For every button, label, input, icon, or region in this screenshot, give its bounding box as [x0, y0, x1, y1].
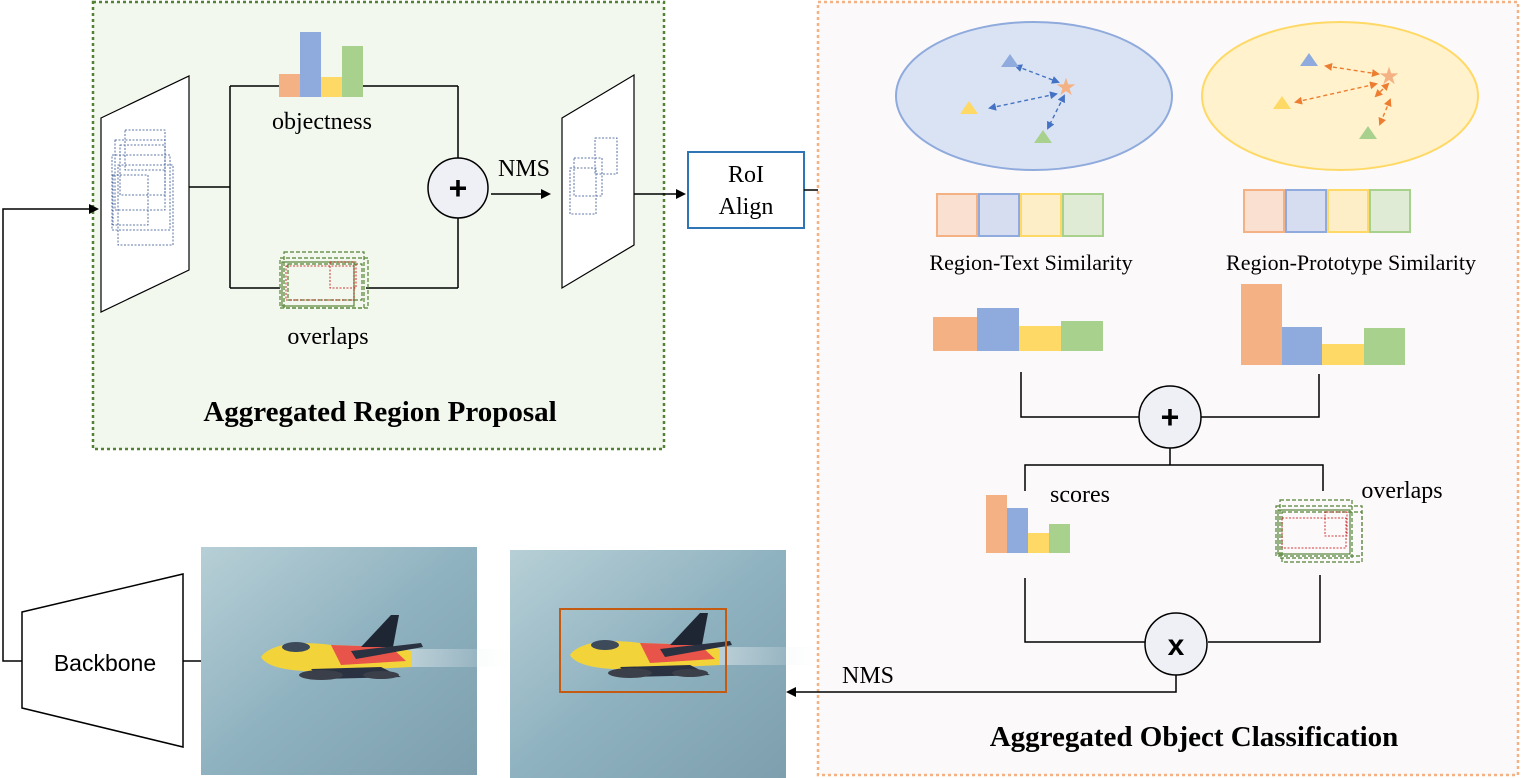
- scores-bars: [986, 495, 1070, 553]
- prototype-embedding-row: [1243, 189, 1411, 233]
- roi-align-line1: RoI: [728, 162, 764, 188]
- feature-map-input: [100, 75, 190, 313]
- embedding-cell: [1062, 193, 1104, 237]
- overlaps-label-proposal: overlaps: [287, 324, 368, 350]
- prototype-similarity-bars: [1241, 284, 1405, 365]
- multiply-symbol: x: [1168, 629, 1185, 662]
- green-triangle-icon: [1034, 130, 1052, 143]
- input-image: [201, 547, 511, 775]
- score-bar: [1049, 524, 1070, 553]
- output-image: [510, 550, 820, 778]
- overlaps-label-classification: overlaps: [1361, 478, 1442, 504]
- region-prototype-similarity-label: Region-Prototype Similarity: [1226, 250, 1476, 275]
- region-proposal-title: Aggregated Region Proposal: [203, 396, 556, 428]
- nms-label-classification: NMS: [842, 663, 894, 689]
- classification-connectors: [1020, 372, 1324, 643]
- embedding-cell: [978, 193, 1020, 237]
- text-embedding-arrows: [988, 64, 1065, 130]
- overlaps-icon-proposal: [279, 251, 369, 309]
- embedding-cell: [1243, 189, 1285, 233]
- nms-label-proposal: NMS: [498, 156, 550, 182]
- embedding-cell: [936, 193, 978, 237]
- yellow-triangle-icon: [1273, 96, 1291, 109]
- prototype-similarity-bar: [1364, 328, 1405, 365]
- region-star-icon: ★: [1055, 74, 1077, 101]
- objectness-bar: [300, 32, 321, 97]
- backbone-to-feature-arrow: [2, 204, 99, 662]
- prototype-similarity-bar: [1322, 344, 1364, 365]
- embedding-cell: [1020, 193, 1062, 237]
- objectness-bar: [321, 77, 342, 97]
- text-similarity-bar: [933, 317, 977, 351]
- backbone-block: [21, 573, 184, 748]
- plus-circle-classification: [1138, 385, 1202, 449]
- overlaps-icon-classification: [1275, 499, 1363, 563]
- scores-label: scores: [1050, 482, 1110, 508]
- text-similarity-bar: [977, 308, 1019, 351]
- score-bar: [986, 495, 1007, 553]
- proposal-boxes: [569, 137, 618, 215]
- objectness-label: objectness: [272, 109, 372, 135]
- score-bar: [1007, 508, 1028, 553]
- roi-align-line2: Align: [719, 194, 774, 220]
- region-text-similarity-label: Region-Text Similarity: [929, 250, 1132, 275]
- plus-circle-proposal: [427, 157, 489, 219]
- objectness-bar: [342, 46, 363, 97]
- embedding-cell: [1327, 189, 1369, 233]
- text-embedding-space: [895, 21, 1173, 171]
- objectness-bars: [279, 32, 363, 97]
- proposal-connectors: [189, 85, 459, 289]
- text-embedding-row: [936, 193, 1104, 237]
- detection-box: [559, 608, 727, 693]
- objectness-bar: [279, 74, 300, 97]
- score-bar: [1028, 533, 1049, 553]
- prototype-space: [1201, 21, 1479, 171]
- text-similarity-bars: [933, 308, 1103, 351]
- green-triangle-icon: [1359, 126, 1377, 139]
- prototype-arrows: [1294, 62, 1392, 126]
- anchor-boxes: [111, 129, 174, 246]
- plus-symbol-classification: +: [1161, 399, 1180, 435]
- roi-align-box: [687, 151, 805, 229]
- feature-map-proposals: [561, 73, 635, 290]
- text-similarity-bar: [1061, 321, 1103, 351]
- yellow-triangle-icon: [960, 101, 978, 114]
- embedding-cell: [1285, 189, 1327, 233]
- prototype-similarity-bar: [1241, 284, 1282, 365]
- blue-triangle-icon: [1300, 53, 1318, 66]
- plus-symbol-proposal: +: [449, 170, 468, 206]
- nms-arrow-classification: [786, 675, 1177, 697]
- text-similarity-bar: [1019, 326, 1061, 351]
- blue-triangle-icon: [1001, 54, 1019, 67]
- region-star-icon: ★: [1378, 63, 1400, 90]
- object-classification-title: Aggregated Object Classification: [990, 721, 1399, 753]
- backbone-label: Backbone: [54, 650, 156, 676]
- embedding-cell: [1369, 189, 1411, 233]
- prototype-similarity-bar: [1282, 327, 1322, 365]
